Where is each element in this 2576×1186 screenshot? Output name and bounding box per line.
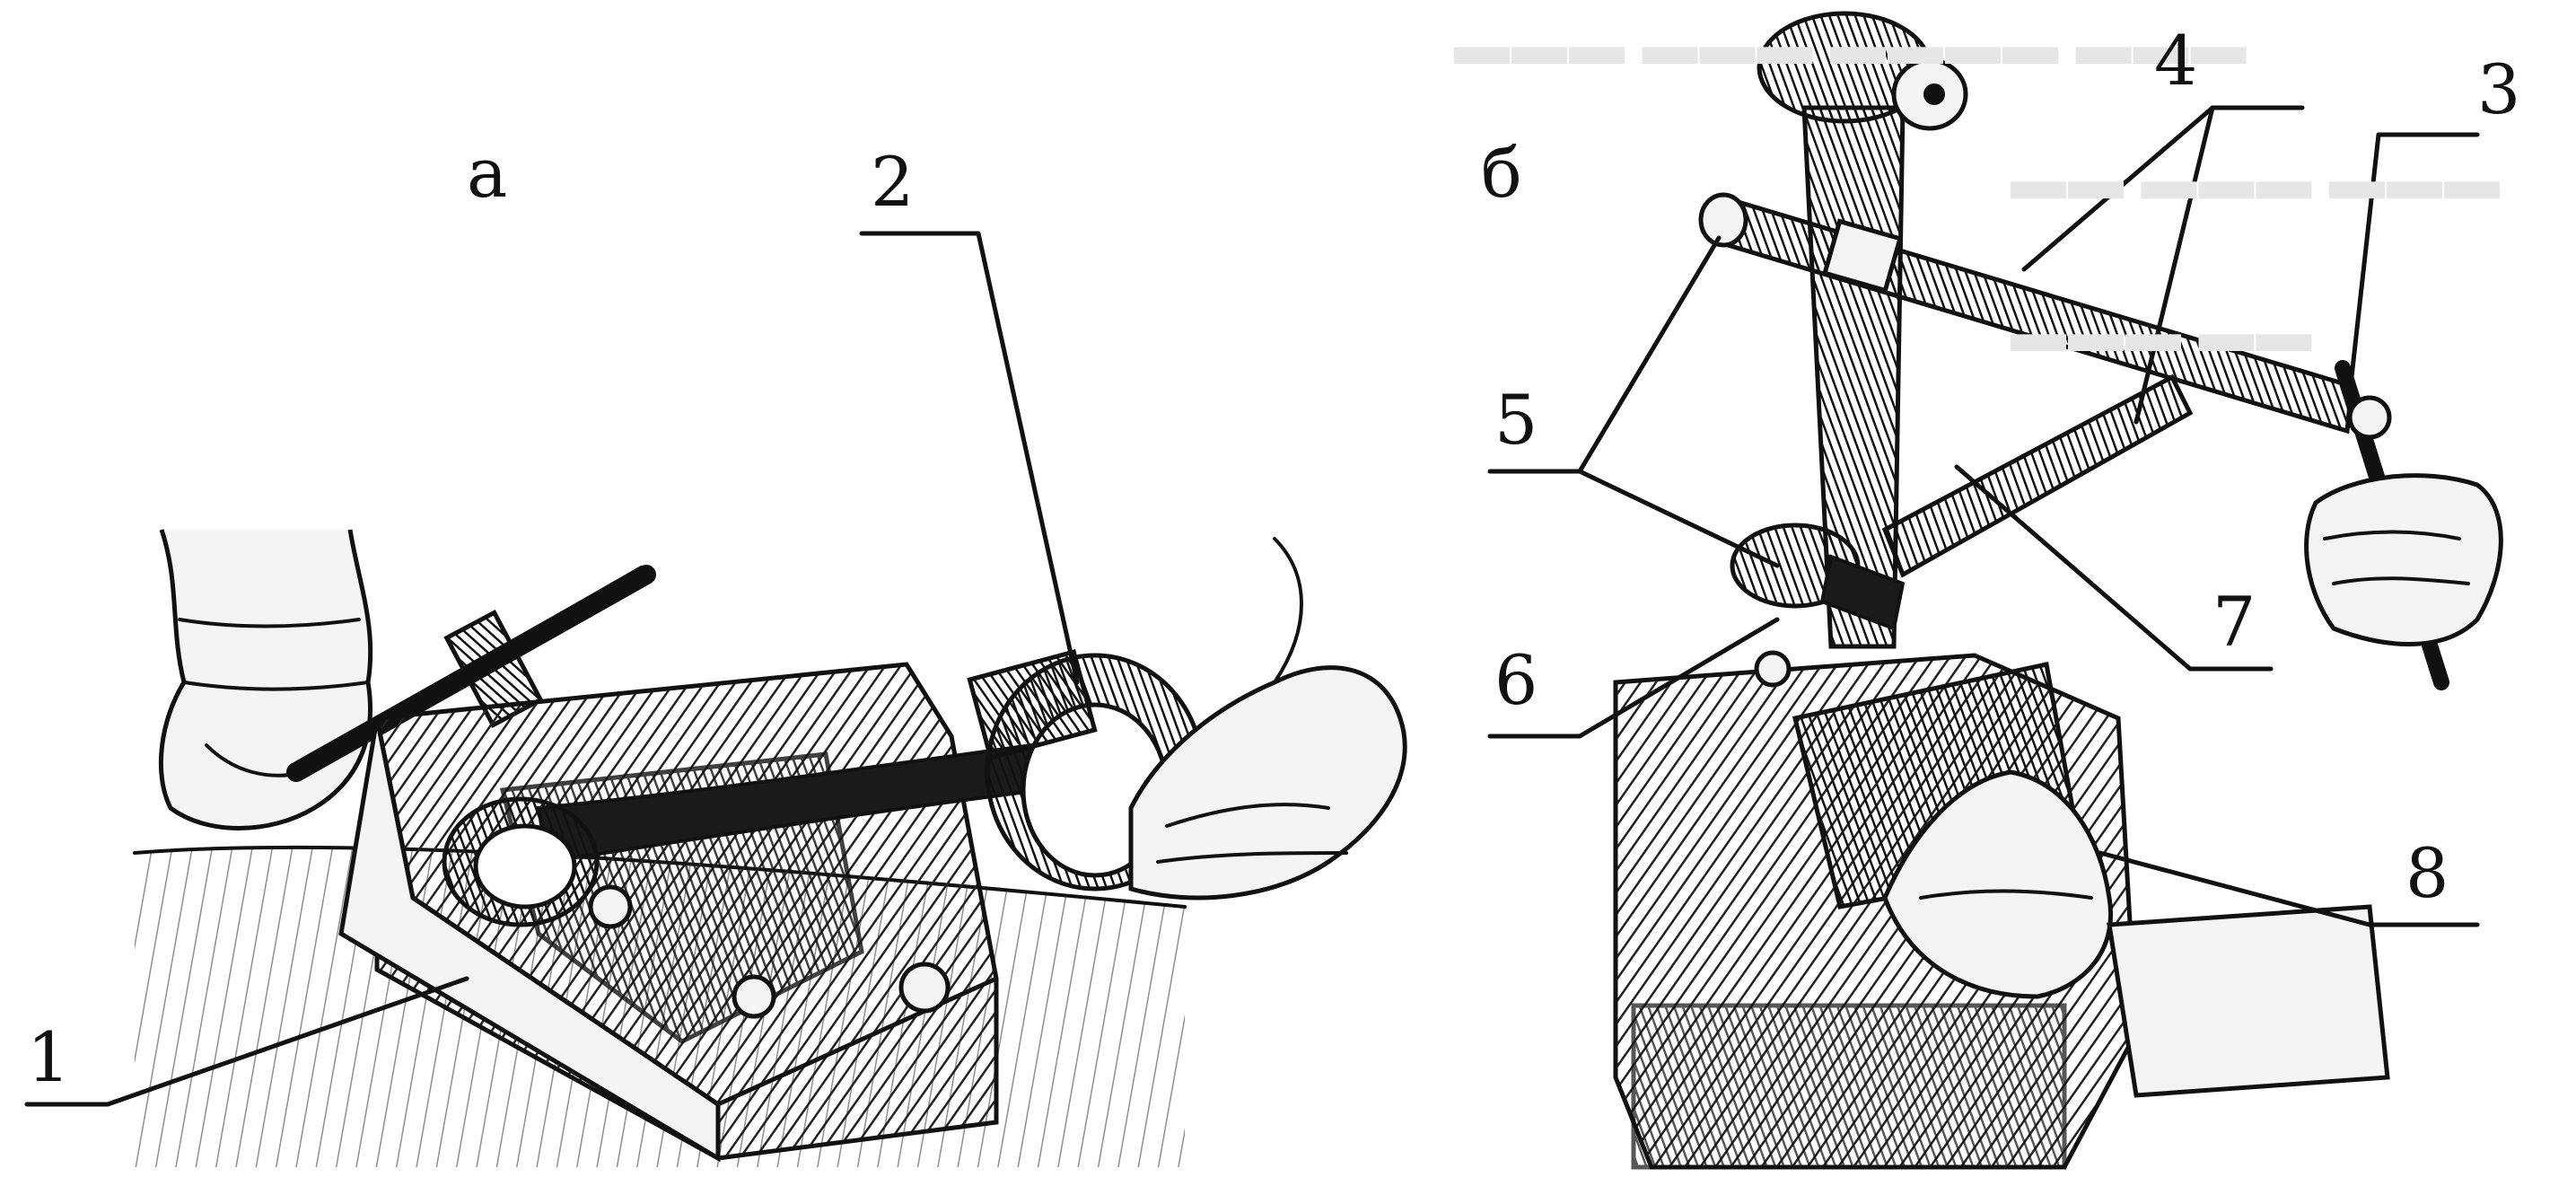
bleed-through-line: ▬▬ ▬▬▬ ▬▬▬ <box>2011 150 2502 211</box>
callout-2: 2 <box>871 142 915 222</box>
diagonal-strut <box>1881 373 2194 578</box>
callout-1: 1 <box>27 1017 71 1097</box>
panel-b-leaders <box>1487 105 2480 927</box>
fixture-bolt <box>588 884 633 929</box>
lower-hand <box>1882 769 2113 999</box>
callout-8: 8 <box>2405 833 2449 913</box>
panel-label-b: б <box>1481 133 1522 213</box>
fixture-bolt <box>732 974 776 1019</box>
upper-right-hand <box>2304 473 2503 646</box>
right-hand <box>1128 665 1407 900</box>
bleed-through-line: ▬▬▬ ▬▬▬ ▬▬▬▬ ▬▬▬ <box>1454 15 2248 76</box>
bleed-through-line: ▬▬▬ ▬▬ <box>2011 303 2314 364</box>
callout-3: 3 <box>2477 49 2521 129</box>
panel-a-illustration <box>133 529 1407 1167</box>
callout-5: 5 <box>1494 380 1538 460</box>
callout-7: 7 <box>2212 582 2256 662</box>
lower-sleeve <box>2107 904 2390 1098</box>
left-hand <box>158 529 373 830</box>
fixture-bolt <box>898 962 951 1014</box>
panel-b-illustration <box>1613 11 2503 1170</box>
panel-label-a: а <box>467 133 508 213</box>
callout-4: 4 <box>2154 21 2198 101</box>
panel-a-leaders <box>24 231 1080 1107</box>
callout-6: 6 <box>1494 640 1538 720</box>
